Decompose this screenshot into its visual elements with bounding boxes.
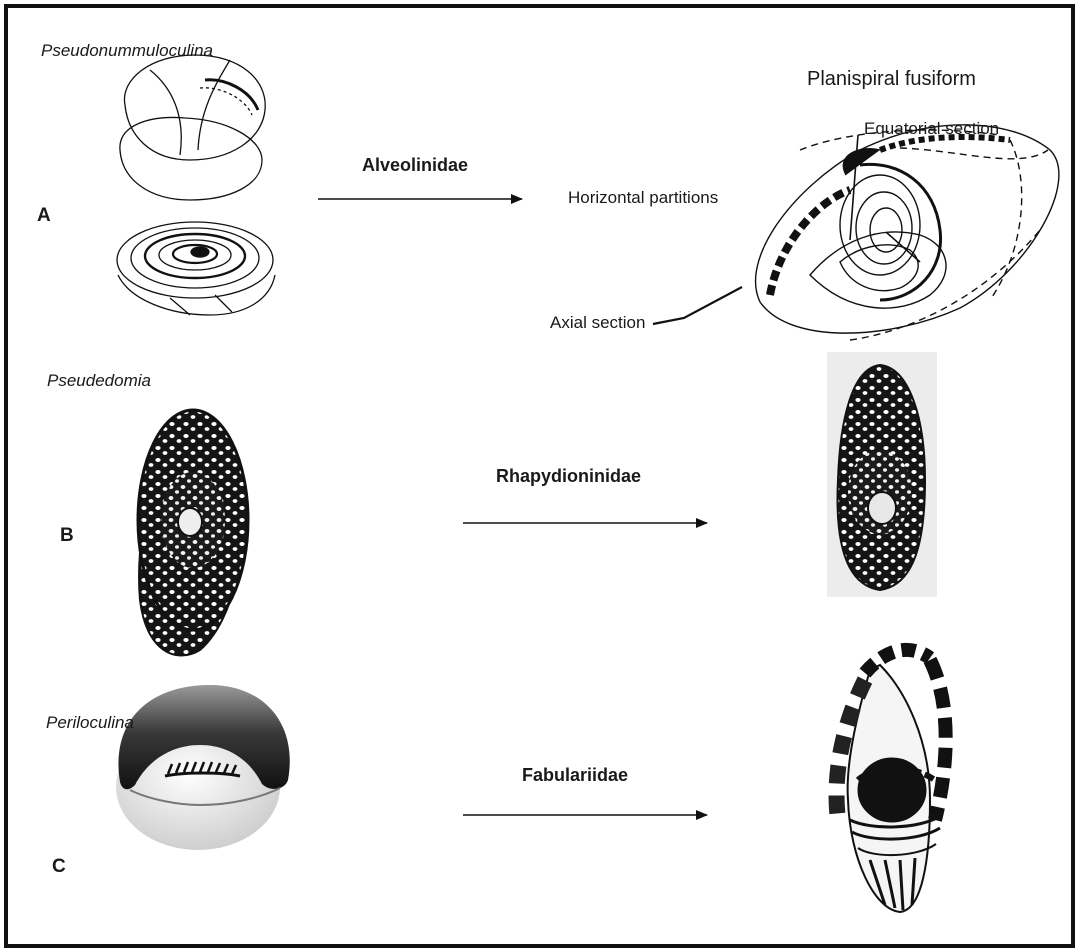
family-label-fabulariidae: Fabulariidae	[522, 765, 628, 786]
periloculina-illustration	[116, 685, 290, 850]
horizontal-partitions-label: Horizontal partitions	[568, 188, 718, 208]
genus-label-c: Periloculina	[46, 713, 134, 733]
equatorial-section-label: Equatorial section	[864, 119, 999, 139]
planispiral-fusiform-illustration	[653, 125, 1059, 340]
pseudedomia-section	[138, 410, 248, 656]
family-label-alveolinidae: Alveolinidae	[362, 155, 468, 176]
panel-label-c: C	[52, 856, 66, 878]
pseudonummuloculina-illustration	[117, 55, 275, 315]
genus-label-a: Pseudonummuloculina	[41, 41, 213, 61]
panel-label-a: A	[37, 205, 51, 227]
panel-label-b: B	[60, 525, 74, 547]
family-label-rhapydioninidae: Rhapydioninidae	[496, 466, 641, 487]
axial-section-label: Axial section	[550, 313, 645, 333]
planispiral-title: Planispiral fusiform	[807, 68, 976, 91]
fabulariidae-illustration	[837, 650, 946, 912]
genus-label-b: Pseudedomia	[47, 371, 151, 391]
rhapydioninidae-section	[827, 352, 937, 597]
